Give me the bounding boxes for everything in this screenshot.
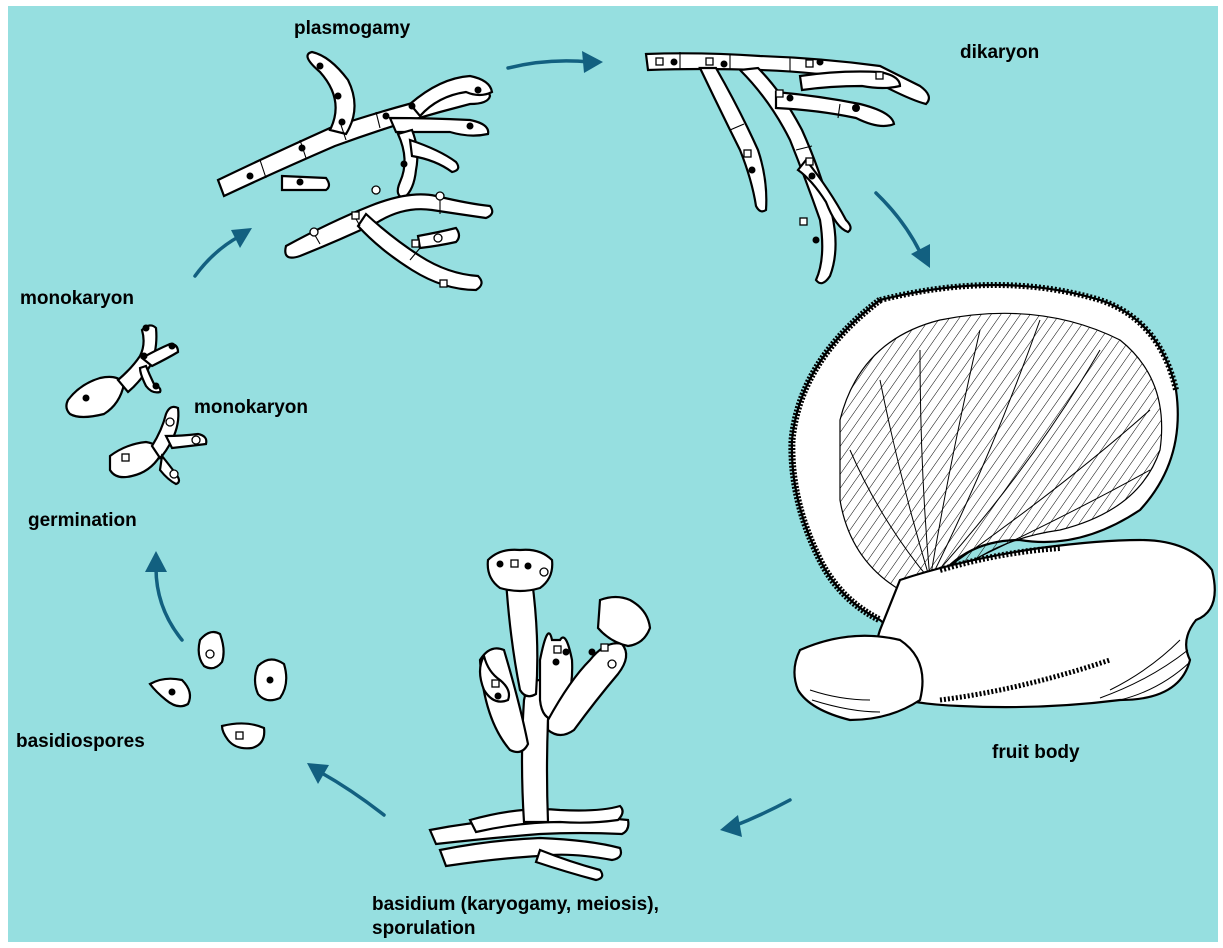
label-dikaryon: dikaryon: [960, 42, 1039, 64]
label-sporulation: sporulation: [372, 918, 475, 940]
dikaryon-hyphae: [646, 52, 929, 283]
arrow-fruit-body-to-basidium-icon: [720, 800, 790, 837]
arrow-basidium-to-basidiospores-icon: [307, 763, 384, 815]
label-fruit-body: fruit body: [992, 742, 1080, 764]
fruit-body-mushroom: [792, 285, 1215, 720]
plasmogamy-hyphae: [218, 52, 492, 290]
basidiospores-group: [150, 632, 286, 748]
label-basidium: basidium (karyogamy, meiosis),: [372, 894, 659, 916]
arrow-dikaryon-to-fruit-body-icon: [876, 193, 930, 268]
label-plasmogamy: plasmogamy: [294, 18, 410, 40]
monokaryon-upper: [66, 325, 178, 418]
arrow-basidiospores-to-germination-icon: [145, 551, 182, 640]
label-monokaryon-lower: monokaryon: [194, 397, 308, 419]
monokaryon-lower: [110, 407, 206, 484]
label-basidiospores: basidiospores: [16, 731, 145, 753]
basidium-structure: [430, 550, 650, 880]
label-germination: germination: [28, 510, 137, 532]
arrow-monokaryon-to-plasmogamy-icon: [195, 228, 252, 276]
arrow-plasmogamy-to-dikaryon-icon: [508, 51, 603, 73]
label-monokaryon-upper: monokaryon: [20, 288, 134, 310]
